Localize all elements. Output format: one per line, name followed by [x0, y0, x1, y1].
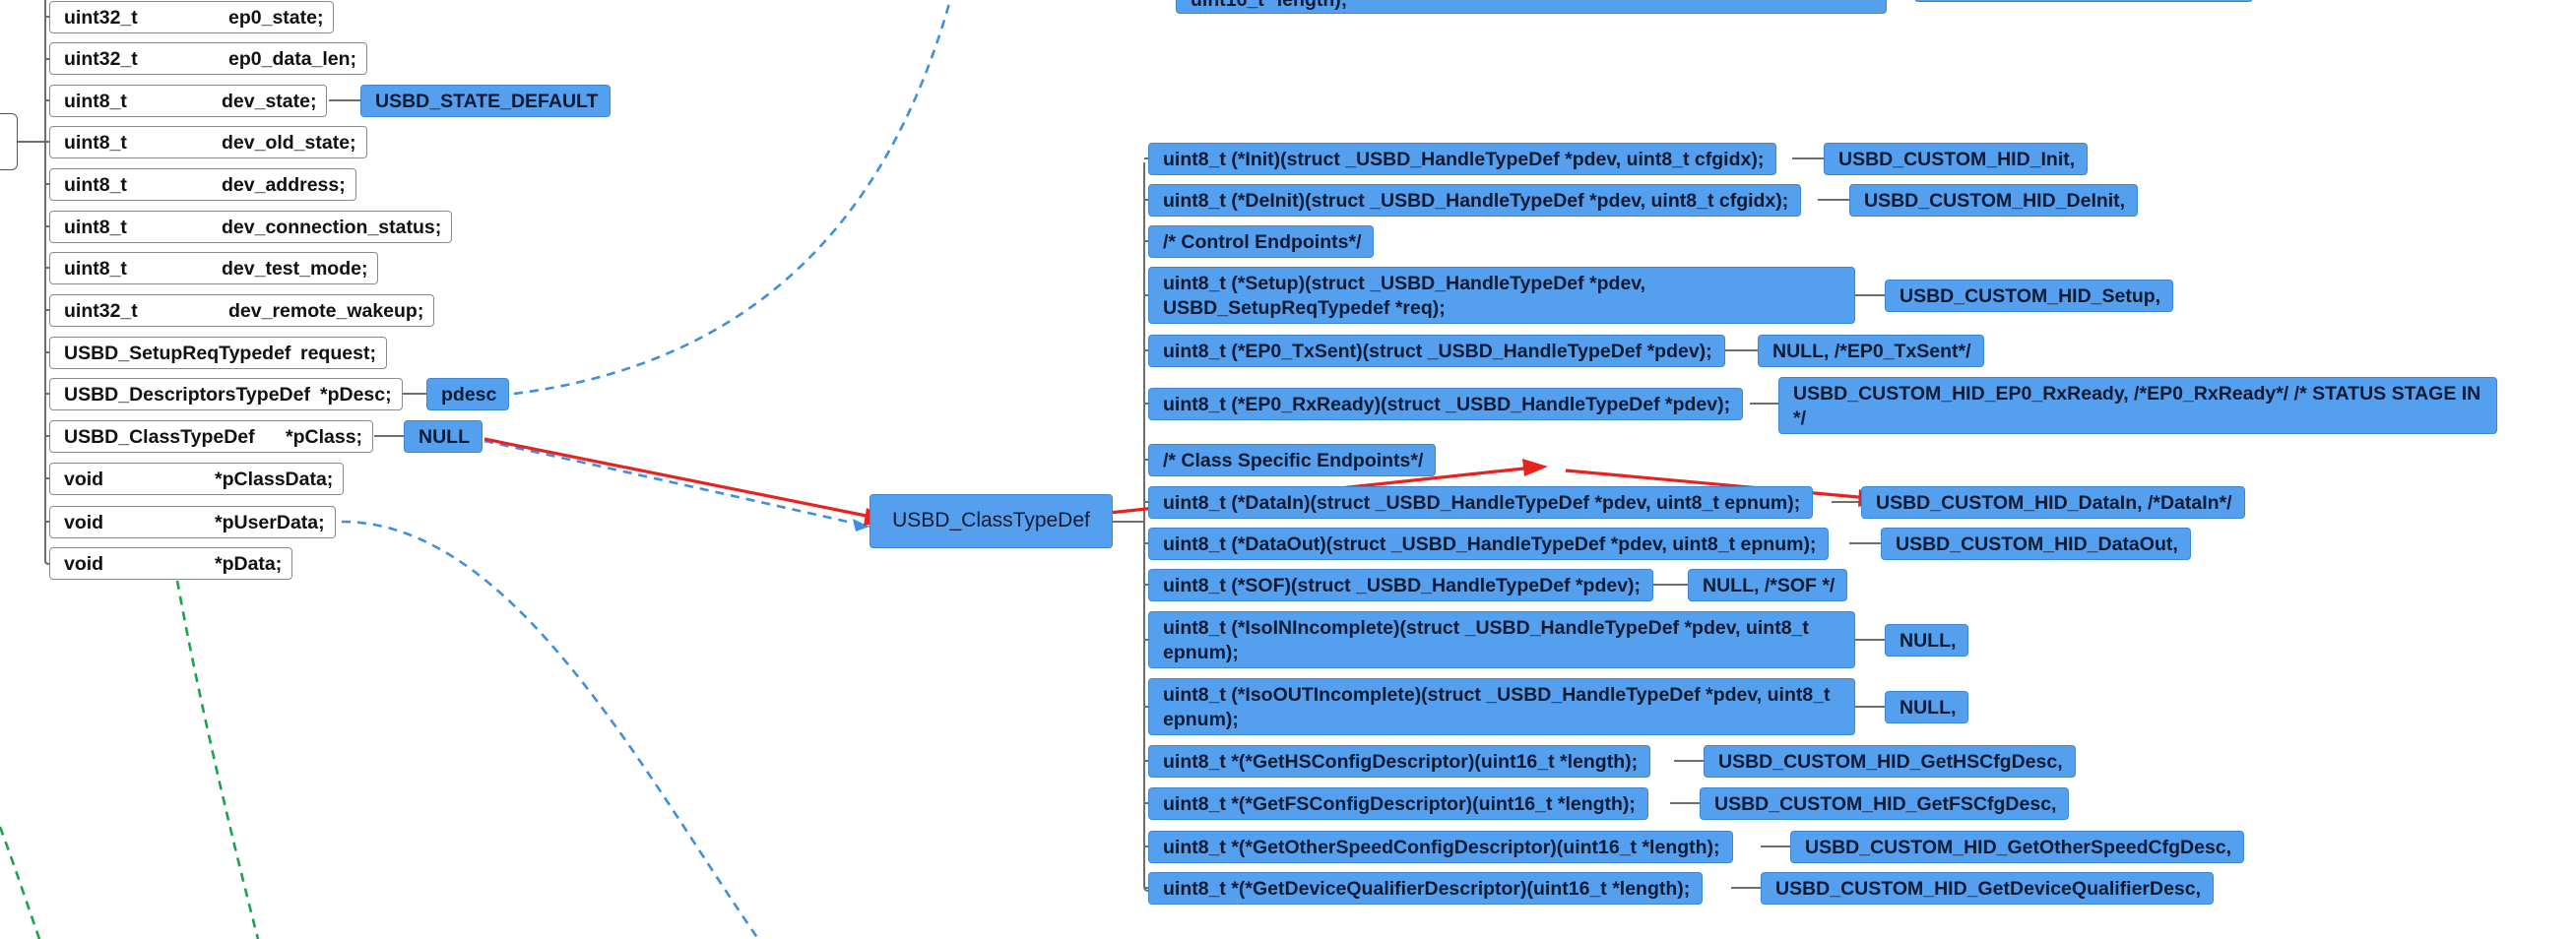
member-dataout[interactable]: uint8_t (*DataOut)(struct _USBD_HandleTy…: [1148, 528, 1830, 560]
pdesc-dashed-curve: [513, 0, 952, 396]
field-pclassdata[interactable]: void*pClassData;: [49, 463, 345, 495]
value-usbd-state-default[interactable]: USBD_STATE_DEFAULT: [360, 85, 612, 117]
member-ep0-txsent[interactable]: uint8_t (*EP0_TxSent)(struct _USBD_Handl…: [1148, 335, 1725, 367]
value-setup[interactable]: USBD_CUSTOM_HID_Setup,: [1885, 280, 2174, 312]
member-getfsconfigdescriptor[interactable]: uint8_t *(*GetFSConfigDescriptor)(uint16…: [1148, 787, 1648, 820]
member-getdevicequalifierdescriptor[interactable]: uint8_t *(*GetDeviceQualifierDescriptor)…: [1148, 872, 1704, 905]
member-init[interactable]: uint8_t (*Init)(struct _USBD_HandleTypeD…: [1148, 143, 1777, 175]
value-pdesc[interactable]: pdesc: [426, 378, 510, 410]
root-node-stub[interactable]: [0, 113, 18, 170]
value-gethscfgdesc[interactable]: USBD_CUSTOM_HID_GetHSCfgDesc,: [1704, 745, 2076, 778]
value-getfscfgdesc[interactable]: USBD_CUSTOM_HID_GetFSCfgDesc,: [1700, 787, 2070, 820]
top-partial-node: uint16_t *length);: [1176, 0, 1887, 14]
value-ep0-txsent[interactable]: NULL, /*EP0_TxSent*/: [1758, 335, 1984, 367]
value-ep0-rxready[interactable]: USBD_CUSTOM_HID_EP0_RxReady, /*EP0_RxRea…: [1778, 377, 2497, 434]
pclass-dashed-curve: [483, 439, 870, 529]
member-sof[interactable]: uint8_t (*SOF)(struct _USBD_HandleTypeDe…: [1148, 569, 1654, 601]
member-isooutincomplete[interactable]: uint8_t (*IsoOUTIncomplete)(struct _USBD…: [1148, 678, 1855, 735]
value-getdevicequalifierdesc[interactable]: USBD_CUSTOM_HID_GetDeviceQualifierDesc,: [1761, 872, 2215, 905]
pclass-dashed-arrowhead: [853, 519, 869, 532]
member-deinit[interactable]: uint8_t (*DeInit)(struct _USBD_HandleTyp…: [1148, 184, 1802, 217]
value-init[interactable]: USBD_CUSTOM_HID_Init,: [1824, 143, 2089, 175]
class-to-datain-red-arrowhead: [1522, 459, 1548, 476]
member-setup[interactable]: uint8_t (*Setup)(struct _USBD_HandleType…: [1148, 267, 1855, 324]
datain-red-line-2: [1565, 469, 1870, 500]
member-datain[interactable]: uint8_t (*DataIn)(struct _USBD_HandleTyp…: [1148, 486, 1814, 519]
comment-control-endpoints[interactable]: /* Control Endpoints*/: [1148, 225, 1375, 258]
value-sof[interactable]: NULL, /*SOF */: [1688, 569, 1848, 601]
value-deinit[interactable]: USBD_CUSTOM_HID_DeInit,: [1849, 184, 2139, 217]
field-pdata[interactable]: void*pData;: [49, 547, 293, 580]
value-dataout[interactable]: USBD_CUSTOM_HID_DataOut,: [1881, 528, 2191, 560]
top-partial-value-node: [1914, 0, 2253, 2]
member-getotherspeedconfigdescriptor[interactable]: uint8_t *(*GetOtherSpeedConfigDescriptor…: [1148, 831, 1733, 863]
usbd-classtypedef-node[interactable]: USBD_ClassTypeDef: [869, 494, 1113, 548]
value-null-pclass[interactable]: NULL: [404, 420, 483, 453]
null-to-class-red-line: [483, 437, 877, 520]
green-dashed-curve-2: [0, 826, 41, 939]
value-getotherspeedcfgdesc[interactable]: USBD_CUSTOM_HID_GetOtherSpeedCfgDesc,: [1790, 831, 2245, 863]
puserdata-dashed-curve: [341, 520, 760, 939]
field-puserdata[interactable]: void*pUserData;: [49, 506, 336, 538]
member-isoinincomplete[interactable]: uint8_t (*IsoINIncomplete)(struct _USBD_…: [1148, 611, 1855, 668]
comment-class-specific-endpoints[interactable]: /* Class Specific Endpoints*/: [1148, 444, 1437, 476]
left-tree-connectors: [18, 0, 426, 565]
member-ep0-rxready[interactable]: uint8_t (*EP0_RxReady)(struct _USBD_Hand…: [1148, 388, 1744, 420]
value-datain[interactable]: USBD_CUSTOM_HID_DataIn, /*DataIn*/: [1861, 486, 2245, 519]
field-pclass[interactable]: USBD_ClassTypeDef*pClass;: [49, 420, 374, 453]
value-isooutincomplete[interactable]: NULL,: [1885, 691, 1969, 723]
field-pdesc[interactable]: USBD_DescriptorsTypeDef*pDesc;: [49, 378, 403, 410]
value-isoinincomplete[interactable]: NULL,: [1885, 624, 1969, 657]
right-tree-connectors: [1113, 157, 1885, 892]
green-dashed-curve-1: [175, 580, 260, 939]
member-gethsconfigdescriptor[interactable]: uint8_t *(*GetHSConfigDescriptor)(uint16…: [1148, 745, 1651, 778]
